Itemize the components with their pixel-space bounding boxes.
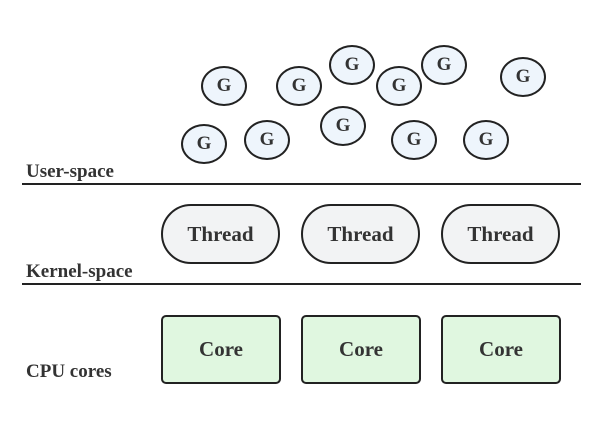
cpu-core-box: Core (441, 315, 561, 384)
goroutine-node: G (320, 106, 366, 146)
user-space-label: User-space (26, 161, 114, 182)
goroutine-node: G (421, 45, 467, 85)
goroutine-node: G (391, 120, 437, 160)
user-kernel-divider (22, 183, 581, 185)
goroutine-node: G (244, 120, 290, 160)
goroutine-node: G (276, 66, 322, 106)
goroutine-node: G (500, 57, 546, 97)
goroutine-node: G (463, 120, 509, 160)
kernel-cpu-divider (22, 283, 581, 285)
kernel-space-label: Kernel-space (26, 261, 133, 282)
cpu-cores-label: CPU cores (26, 361, 112, 382)
cpu-core-box: Core (301, 315, 421, 384)
cpu-core-box: Core (161, 315, 281, 384)
goroutine-node: G (329, 45, 375, 85)
thread-node: Thread (161, 204, 280, 264)
thread-node: Thread (301, 204, 420, 264)
goroutine-node: G (376, 66, 422, 106)
goroutine-node: G (201, 66, 247, 106)
goroutine-node: G (181, 124, 227, 164)
thread-node: Thread (441, 204, 560, 264)
